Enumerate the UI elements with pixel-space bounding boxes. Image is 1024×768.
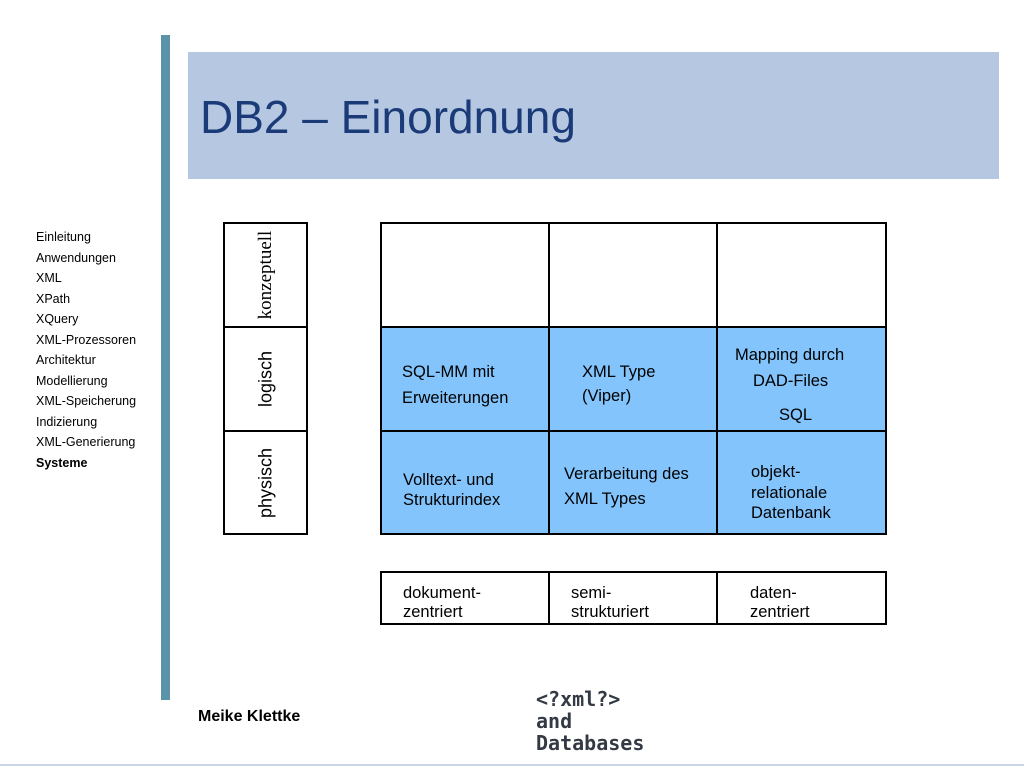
cell-text: relationale [751, 484, 828, 502]
cell-text: XML Type [582, 363, 656, 381]
accent-bar [161, 35, 170, 700]
nav-item-modellierung[interactable]: Modellierung [36, 373, 108, 388]
level-konzeptuell: konzeptuell [223, 222, 308, 328]
cell-text: SQL [779, 406, 813, 424]
cell-text: DAD-Files [753, 372, 829, 390]
grid-cell-physisch-2: Verarbeitung des XML Types [548, 430, 718, 535]
author-name: Meike Klettke [198, 708, 301, 725]
cell-text: Volltext- und [403, 471, 494, 489]
grid-cell-logisch-2: XML Type (Viper) [548, 326, 718, 432]
grid-cell-konzeptuell-1 [380, 222, 550, 328]
nav-item-xml-generierung[interactable]: XML-Generierung [36, 435, 136, 449]
slide-title: DB2 – Einordnung [200, 91, 576, 143]
level-logisch: logisch [223, 326, 308, 432]
cell-text: (Viper) [582, 387, 632, 405]
grid-cell-logisch-1: SQL-MM mit Erweiterungen [380, 326, 550, 432]
category-cell-1: dokument- zentriert [380, 571, 550, 625]
cell-text: dokument- [403, 584, 481, 602]
cell-text: zentriert [750, 603, 810, 621]
cell-text: daten- [750, 584, 797, 602]
nav-item-einleitung[interactable]: Einleitung [36, 230, 91, 244]
grid-cell-physisch-1: Volltext- und Strukturindex [380, 430, 550, 535]
nav-item-xml-prozessoren[interactable]: XML-Prozessoren [36, 332, 137, 347]
cell-text: SQL-MM mit [402, 363, 495, 381]
grid-cell-logisch-3: Mapping durch DAD-Files SQL [716, 326, 887, 432]
category-cell-2: semi- strukturiert [548, 571, 718, 625]
cell-text: Datenbank [751, 504, 831, 522]
cell-text: Mapping durch [735, 346, 845, 364]
grid-cell-konzeptuell-3 [716, 222, 887, 328]
category-cell-3: daten- zentriert [716, 571, 887, 625]
nav-item-anwendungen[interactable]: Anwendungen [36, 250, 116, 265]
section-nav: Einleitung Anwendungen XML XPath XQuery … [36, 227, 136, 473]
cell-text: Erweiterungen [402, 389, 509, 407]
logo-line: <?xml?> [536, 687, 621, 711]
nav-item-xpath[interactable]: XPath [36, 291, 71, 306]
grid-cell-physisch-3: objekt- relationale Datenbank [716, 430, 887, 535]
grid-cell-konzeptuell-2 [548, 222, 718, 328]
cell-text: strukturiert [571, 603, 649, 621]
nav-item-xquery[interactable]: XQuery [36, 312, 79, 326]
logo-line: Databases [536, 731, 645, 755]
cell-text: zentriert [403, 603, 463, 621]
cell-text: objekt- [751, 463, 801, 481]
title-banner: DB2 – Einordnung [188, 52, 999, 179]
level-label-logisch: logisch [255, 350, 275, 408]
nav-item-architektur[interactable]: Architektur [36, 353, 96, 367]
cell-text: XML Types [564, 490, 646, 508]
logo-line: and [536, 709, 573, 733]
cell-text: Strukturindex [403, 491, 501, 509]
nav-item-systeme[interactable]: Systeme [36, 455, 88, 470]
level-label-konzeptuell: konzeptuell [254, 230, 276, 320]
nav-item-xml[interactable]: XML [36, 271, 62, 285]
level-physisch: physisch [223, 430, 308, 535]
cell-text: semi- [571, 584, 612, 602]
cell-text: Verarbeitung des [564, 465, 689, 483]
nav-item-indizierung[interactable]: Indizierung [36, 414, 98, 429]
xml-databases-logo: <?xml?> and Databases [536, 688, 644, 754]
level-label-physisch: physisch [255, 447, 275, 518]
nav-item-xml-speicherung[interactable]: XML-Speicherung [36, 394, 137, 408]
footer-divider [0, 764, 1024, 766]
